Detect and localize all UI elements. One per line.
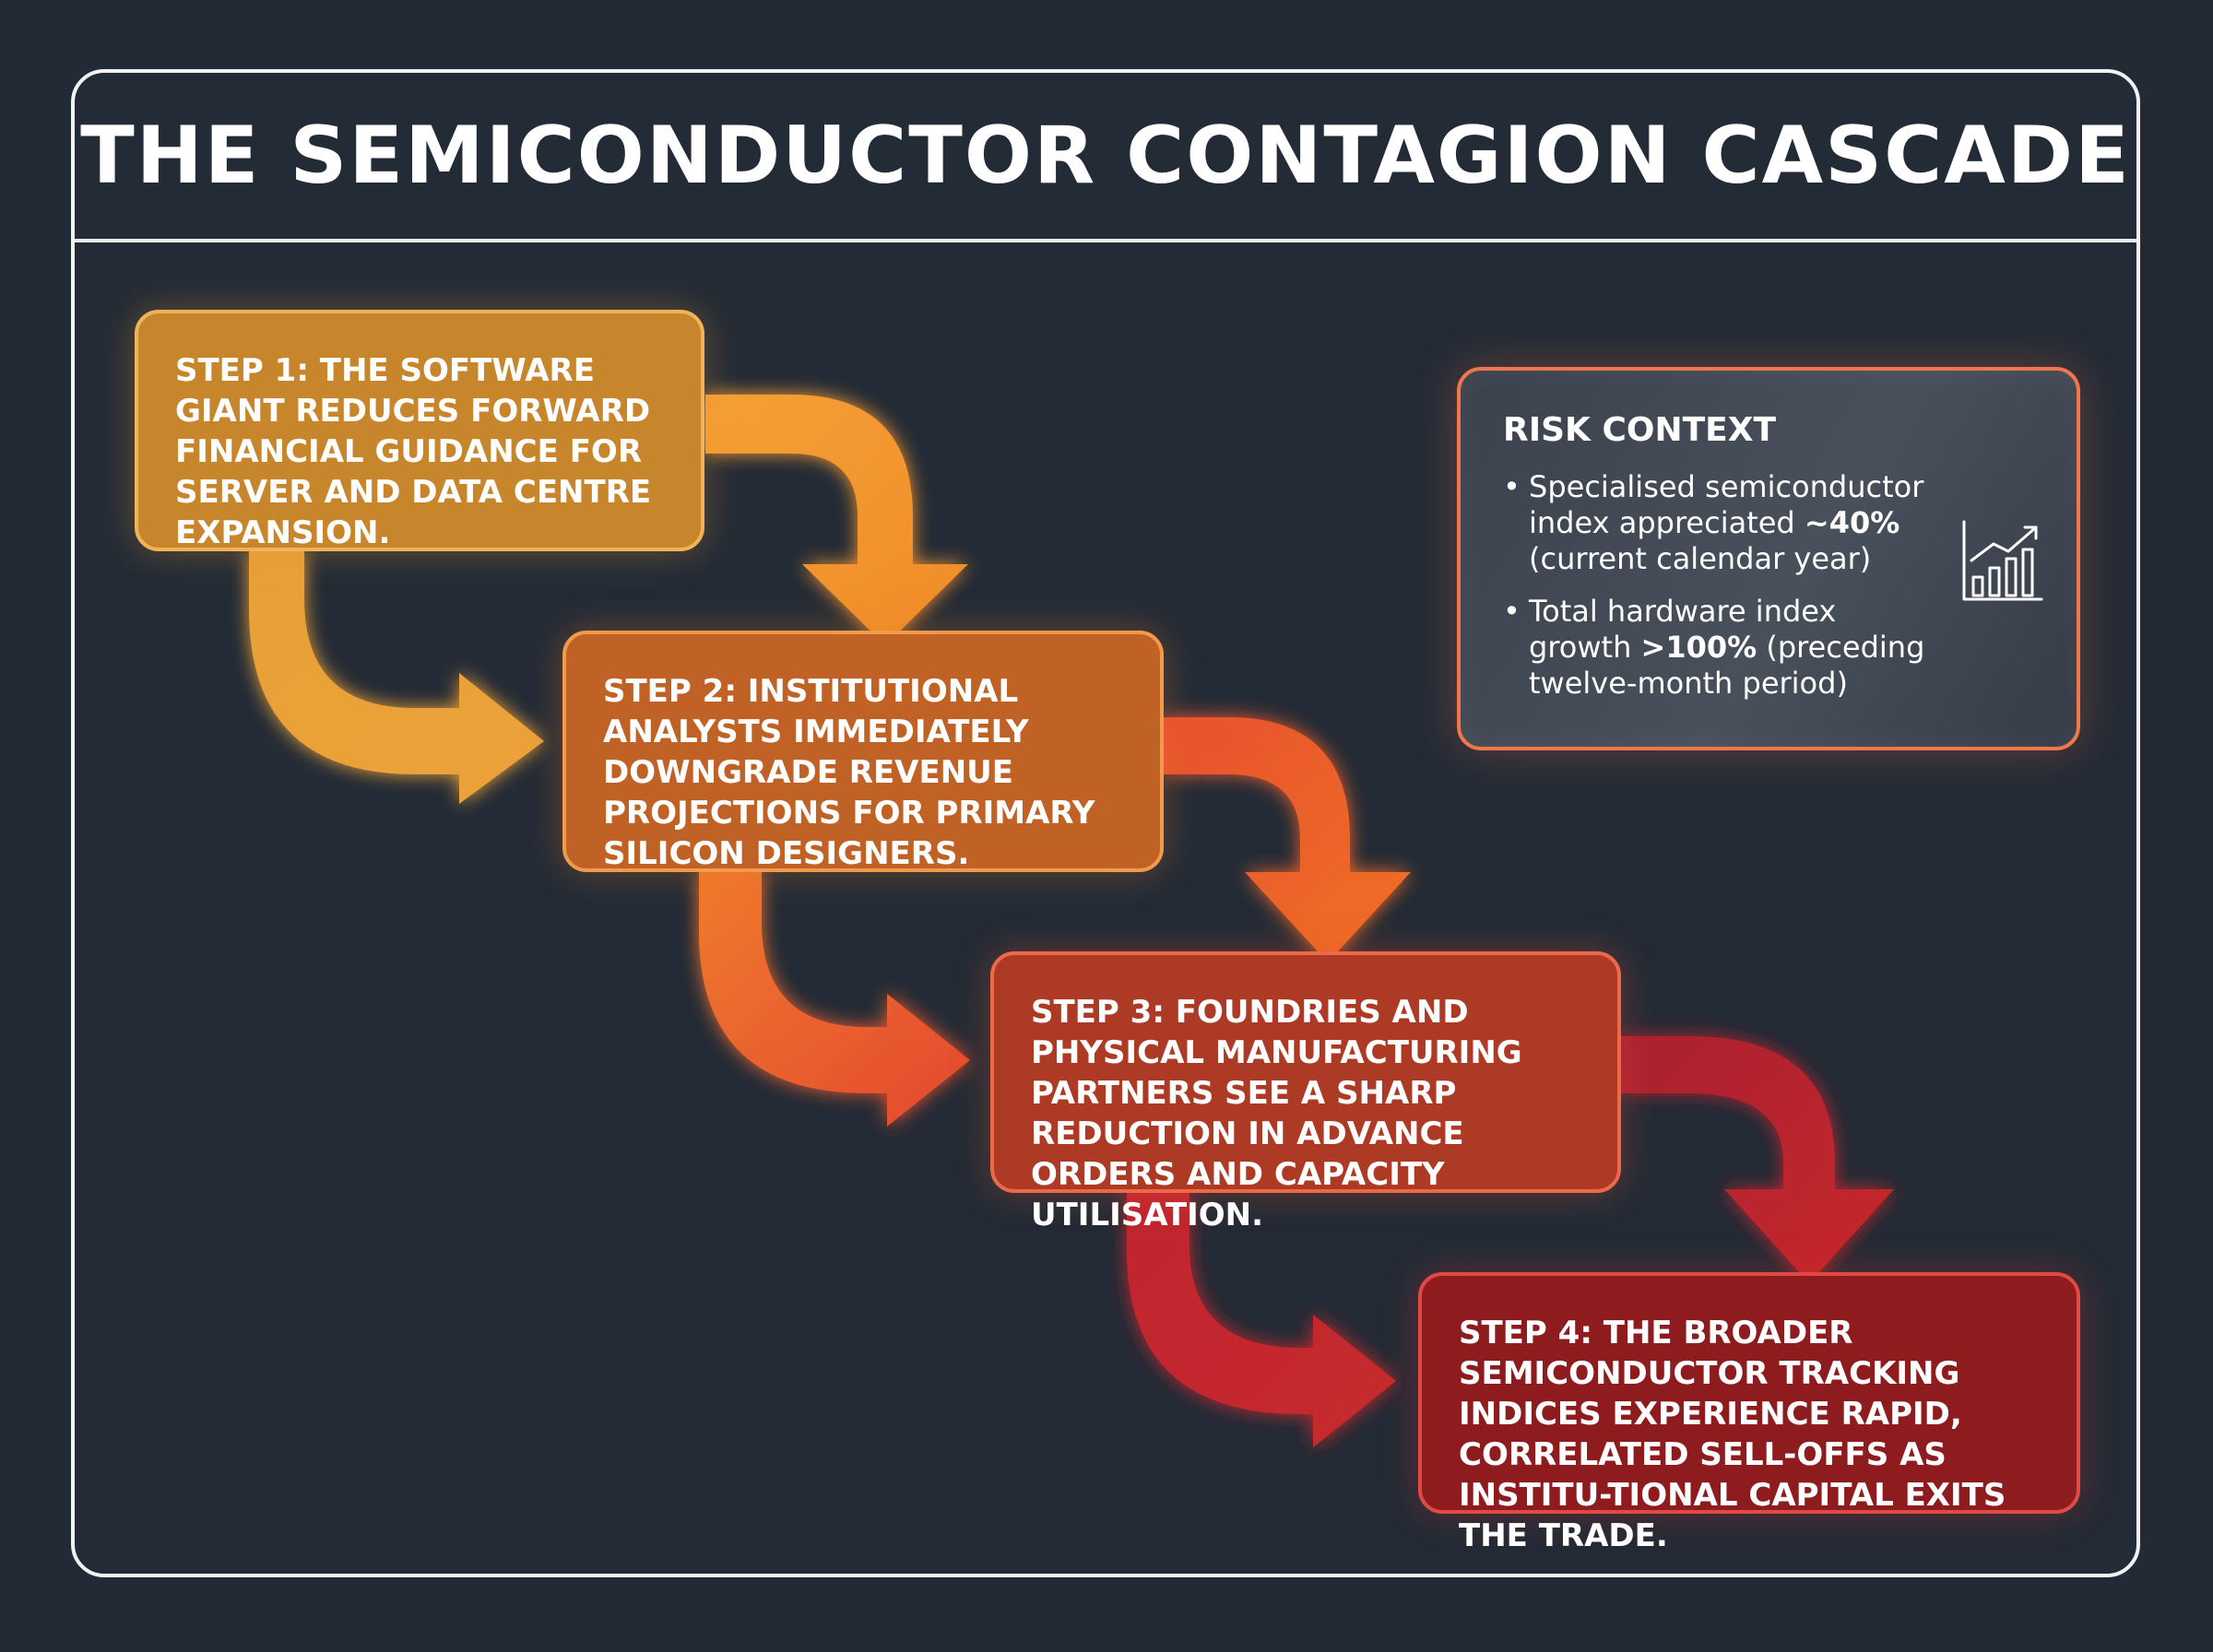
arrow-step3-to-step4 bbox=[1621, 1036, 1894, 1283]
arrow-step2-down bbox=[699, 872, 970, 1127]
arrow-step2-to-step3 bbox=[1164, 717, 1411, 962]
risk-context-list: Specialised semiconductor index apprecia… bbox=[1503, 469, 1936, 702]
arrow-step1-to-step2 bbox=[705, 395, 968, 645]
risk-context-panel: RISK CONTEXT Specialised semiconductor i… bbox=[1457, 367, 2080, 750]
arrow-step1-down bbox=[249, 551, 544, 804]
step-3-box: STEP 3: FOUNDRIES AND PHYSICAL MANUFACTU… bbox=[990, 951, 1621, 1233]
title-bar: THE SEMICONDUCTOR CONTAGION CASCADE bbox=[75, 73, 2136, 242]
risk-bullet: Specialised semiconductor index apprecia… bbox=[1503, 469, 1936, 577]
step-2-box: STEP 2: INSTITUTIONAL ANALYSTS IMMEDIATE… bbox=[562, 631, 1164, 872]
risk-context-title: RISK CONTEXT bbox=[1503, 411, 1777, 449]
step-4-box: STEP 4: THE BROADER SEMICONDUCTOR TRACKI… bbox=[1418, 1272, 2080, 1554]
growth-chart-icon bbox=[1962, 520, 2043, 601]
step-1-box: STEP 1: THE SOFTWARE GIANT REDUCES FORWA… bbox=[135, 310, 704, 551]
page-title: THE SEMICONDUCTOR CONTAGION CASCADE bbox=[80, 110, 2131, 202]
arrow-step3-down bbox=[1127, 1193, 1396, 1447]
risk-bullet: Total hardware index growth >100% (prece… bbox=[1503, 594, 1936, 702]
